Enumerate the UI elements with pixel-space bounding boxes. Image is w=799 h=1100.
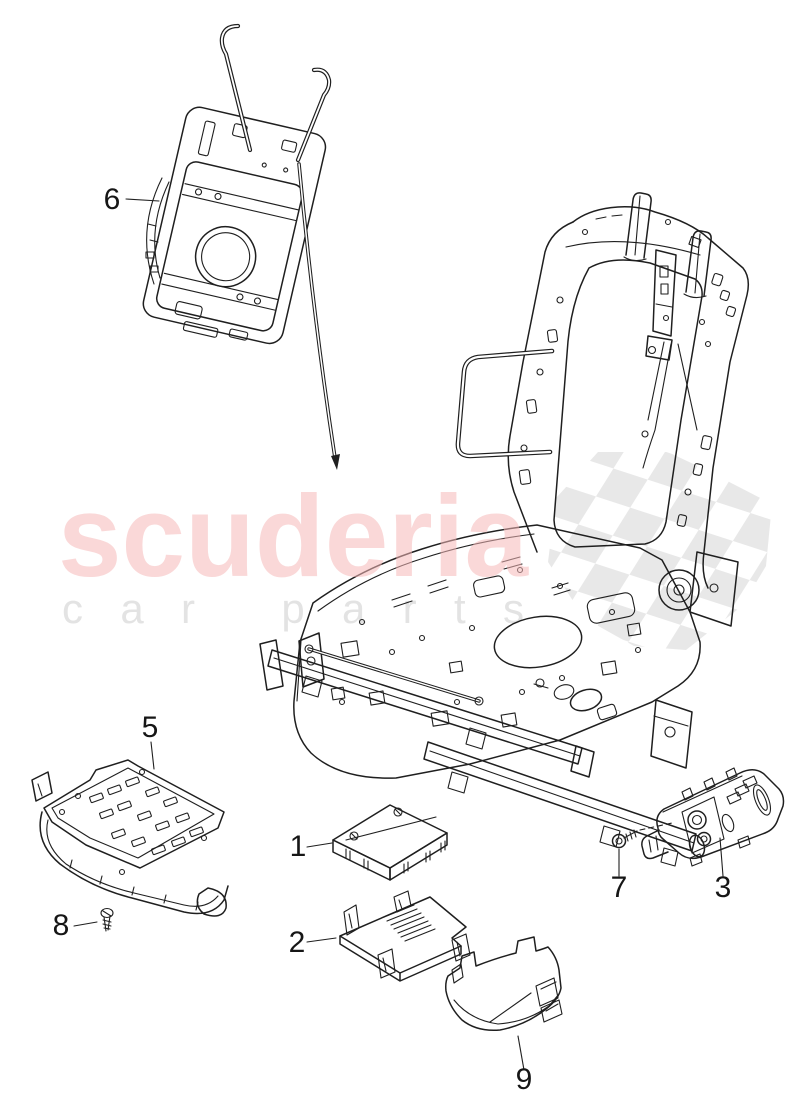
callout-7: 7 xyxy=(611,871,628,904)
callout-leader-lines xyxy=(73,198,724,1071)
recliner-gear xyxy=(658,551,739,627)
leader-8 xyxy=(73,921,98,927)
callout-3: 3 xyxy=(715,871,732,904)
retaining-wire xyxy=(297,162,340,470)
lumbar-wire xyxy=(455,348,555,459)
part-6-backrest-panel xyxy=(142,23,340,470)
callout-8: 8 xyxy=(53,909,70,942)
seat-rails xyxy=(259,639,706,867)
assembly-dashed-line xyxy=(639,822,673,831)
leader-6 xyxy=(125,198,160,202)
leader-2 xyxy=(306,937,337,943)
part-9-cover xyxy=(445,936,563,1032)
part-3-seat-switch xyxy=(641,767,785,867)
callout-2: 2 xyxy=(289,926,306,959)
headrest-rod-left xyxy=(219,23,253,153)
callout-9: 9 xyxy=(516,1063,533,1096)
callout-numbers: 6 5 8 1 2 7 3 9 xyxy=(53,183,732,1096)
callout-6: 6 xyxy=(104,183,121,216)
leader-1 xyxy=(306,842,333,848)
part-7-screw xyxy=(611,822,673,849)
callout-1: 1 xyxy=(290,830,307,863)
leader-3 xyxy=(719,837,724,877)
watermark-brand: scuderia xyxy=(58,471,529,601)
checkered-flag-watermark xyxy=(548,452,772,650)
leader-5 xyxy=(150,741,155,770)
headrest-rod-right xyxy=(295,67,332,163)
part-5-seat-trim-tray xyxy=(31,759,229,917)
seat-frame xyxy=(259,192,750,867)
leader-9 xyxy=(517,1035,525,1071)
part-1-control-module xyxy=(332,804,448,881)
callout-5: 5 xyxy=(142,711,159,744)
diagram-line-art xyxy=(31,23,785,1071)
part-8-screw xyxy=(100,907,114,932)
part-2-module-bracket xyxy=(339,890,471,982)
